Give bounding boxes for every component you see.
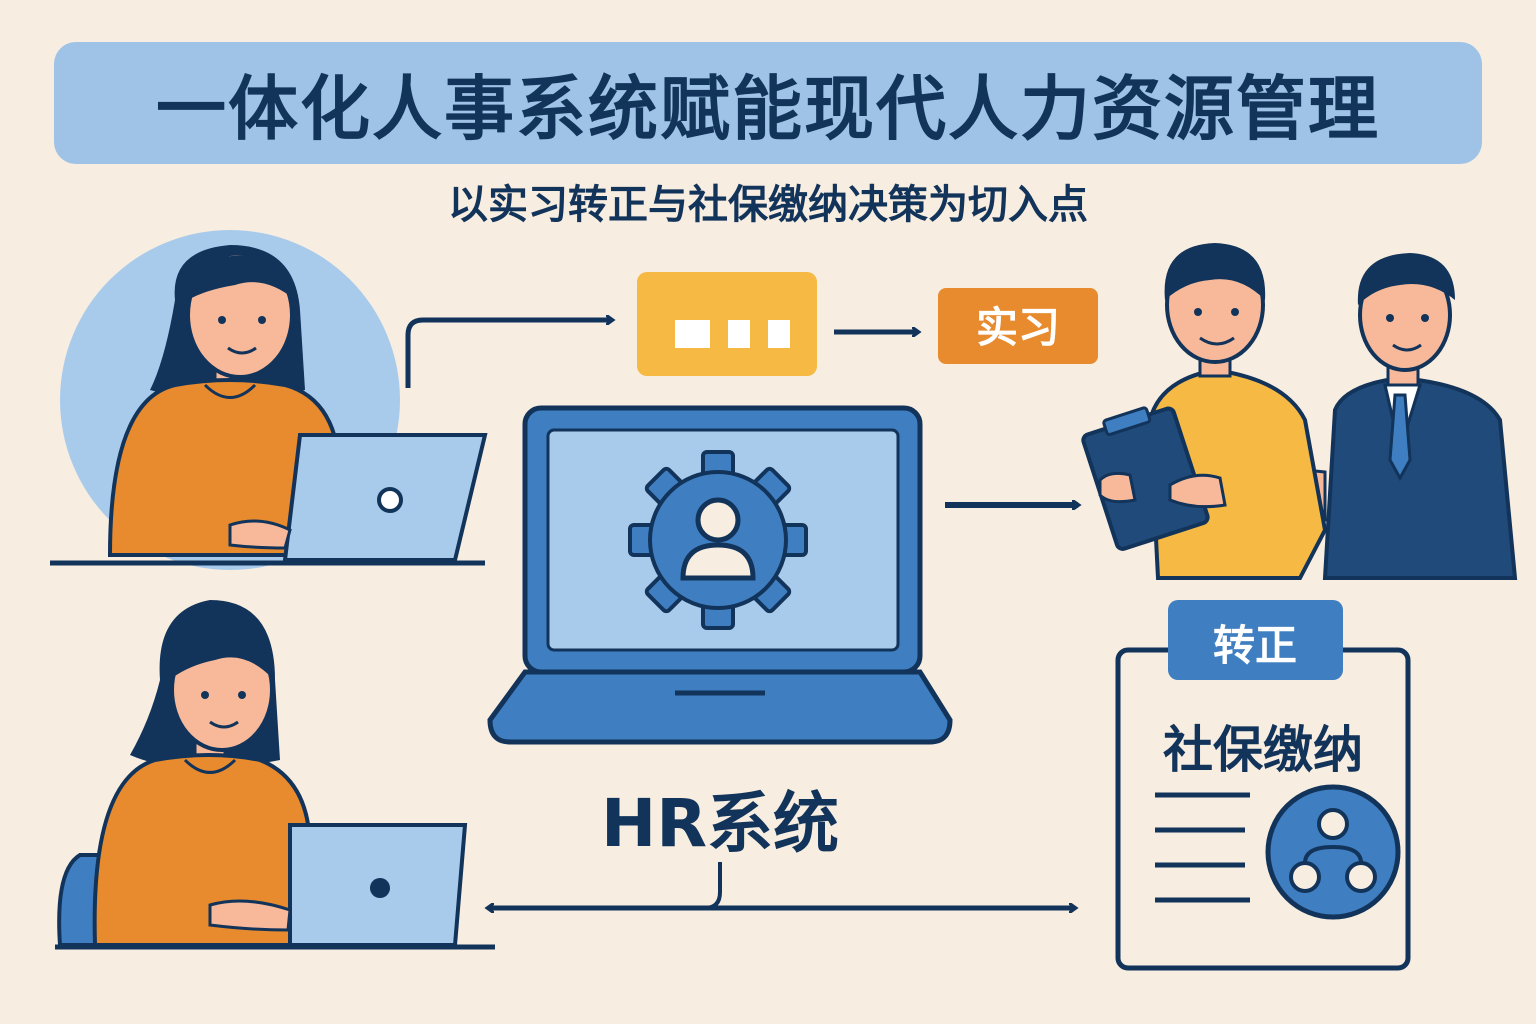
employee-figure-top [50, 230, 488, 570]
page-title: 一体化人事系统赋能现代人力资源管理 [156, 67, 1380, 150]
connector-line [704, 862, 722, 910]
internship-label: 实习 [976, 303, 1060, 352]
page-subtitle: 以实习转正与社保缴纳决策为切入点 [448, 182, 1088, 228]
regularization-label: 转正 [1213, 621, 1297, 670]
clipboard-icon [1081, 406, 1210, 551]
group-icon [1265, 784, 1401, 920]
hr-system-laptop [487, 405, 953, 745]
internship-tag [938, 288, 1098, 364]
hr-system-label: HR系统 [600, 785, 840, 862]
employee-figure-bottom [55, 600, 495, 950]
social-insurance-label: 社保缴纳 [1163, 721, 1363, 779]
flow-arrow-to-form [405, 320, 612, 388]
gear-user-icon [628, 450, 808, 630]
social-insurance-document [1115, 600, 1411, 971]
title-banner: 一体化人事系统赋能现代人力资源管理 [54, 42, 1482, 164]
managers-figure [1081, 243, 1518, 580]
regularization-tag [1168, 600, 1343, 680]
form-card [637, 272, 817, 376]
